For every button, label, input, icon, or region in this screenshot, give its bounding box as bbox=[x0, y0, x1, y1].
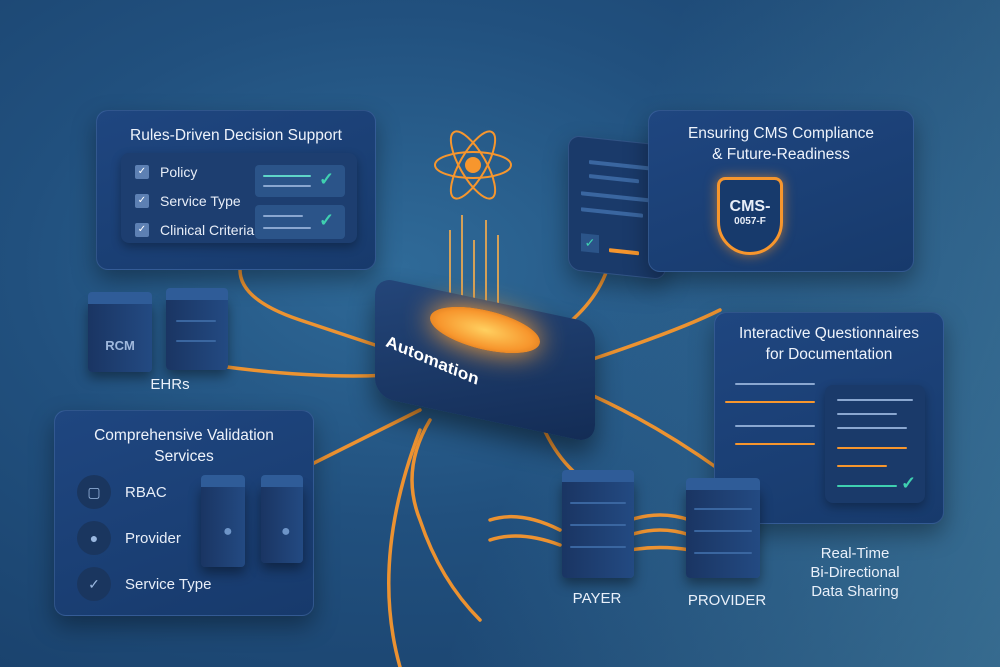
checkbox-service-type[interactable]: ✓ Service Type bbox=[135, 186, 343, 215]
panel-title: for Documentation bbox=[765, 346, 893, 363]
check-icon: ✓ bbox=[135, 193, 149, 208]
validation-item-service-type: ✓Service Type bbox=[77, 561, 211, 607]
panel-title: & Future-Readiness bbox=[712, 146, 850, 163]
glow-ring bbox=[430, 298, 540, 362]
check-icon: ✓ bbox=[135, 222, 149, 237]
panel-title: Interactive Questionnaires bbox=[738, 325, 920, 342]
rule-card: ✓ bbox=[255, 205, 345, 239]
payer-label: PAYER bbox=[572, 590, 622, 607]
shield-check-icon: ✓ bbox=[77, 567, 111, 601]
ehr-server bbox=[166, 288, 228, 370]
checkbox-policy[interactable]: ✓ Policy bbox=[135, 157, 343, 186]
ehrs-label: EHRs bbox=[150, 376, 190, 393]
provider-label: PROVIDER bbox=[687, 592, 767, 609]
panel-title: Comprehensive Validation bbox=[94, 427, 274, 444]
panel-title: Rules-Driven Decision Support bbox=[130, 127, 342, 144]
checkbox-clinical-criteria[interactable]: ✓ Clinical Criteria bbox=[135, 215, 343, 244]
lock-icon: ▢ bbox=[77, 475, 111, 509]
cms-compliance-panel: Ensuring CMS Compliance & Future-Readine… bbox=[648, 110, 914, 272]
checkbox-label: Policy bbox=[160, 163, 198, 180]
form-document: ✓ bbox=[825, 385, 925, 503]
checkmark-icon: ✓ bbox=[319, 210, 335, 230]
atom-icon bbox=[434, 130, 512, 200]
questionnaire-panel: Interactive Questionnaires for Documenta… bbox=[714, 312, 944, 524]
check-icon: ✓ bbox=[135, 164, 149, 179]
cms-shield-badge: CMS- 0057-F bbox=[717, 177, 783, 255]
user-icon: ● bbox=[77, 521, 111, 555]
rules-decision-support-panel: Rules-Driven Decision Support ✓ Policy ✓ S… bbox=[96, 110, 376, 270]
checkmark-icon: ✓ bbox=[901, 473, 917, 493]
panel-title: Services bbox=[154, 448, 214, 465]
checkbox-label: Service Type bbox=[160, 192, 241, 209]
validation-services-panel: Comprehensive Validation Services ▢RBAC … bbox=[54, 410, 314, 616]
checkmark-icon: ✓ bbox=[319, 169, 335, 189]
user-server: ● bbox=[201, 475, 245, 567]
provider-server bbox=[686, 478, 760, 578]
panel-title: Ensuring CMS Compliance bbox=[687, 125, 875, 142]
user-server: ● bbox=[261, 475, 303, 563]
validation-item-provider: ●Provider bbox=[77, 515, 211, 561]
rule-card: ✓ bbox=[255, 165, 345, 197]
checkbox-label: Clinical Criteria bbox=[160, 221, 255, 238]
rcm-server: RCM bbox=[88, 292, 152, 372]
payer-server bbox=[562, 470, 634, 578]
validation-item-rbac: ▢RBAC bbox=[77, 469, 211, 515]
